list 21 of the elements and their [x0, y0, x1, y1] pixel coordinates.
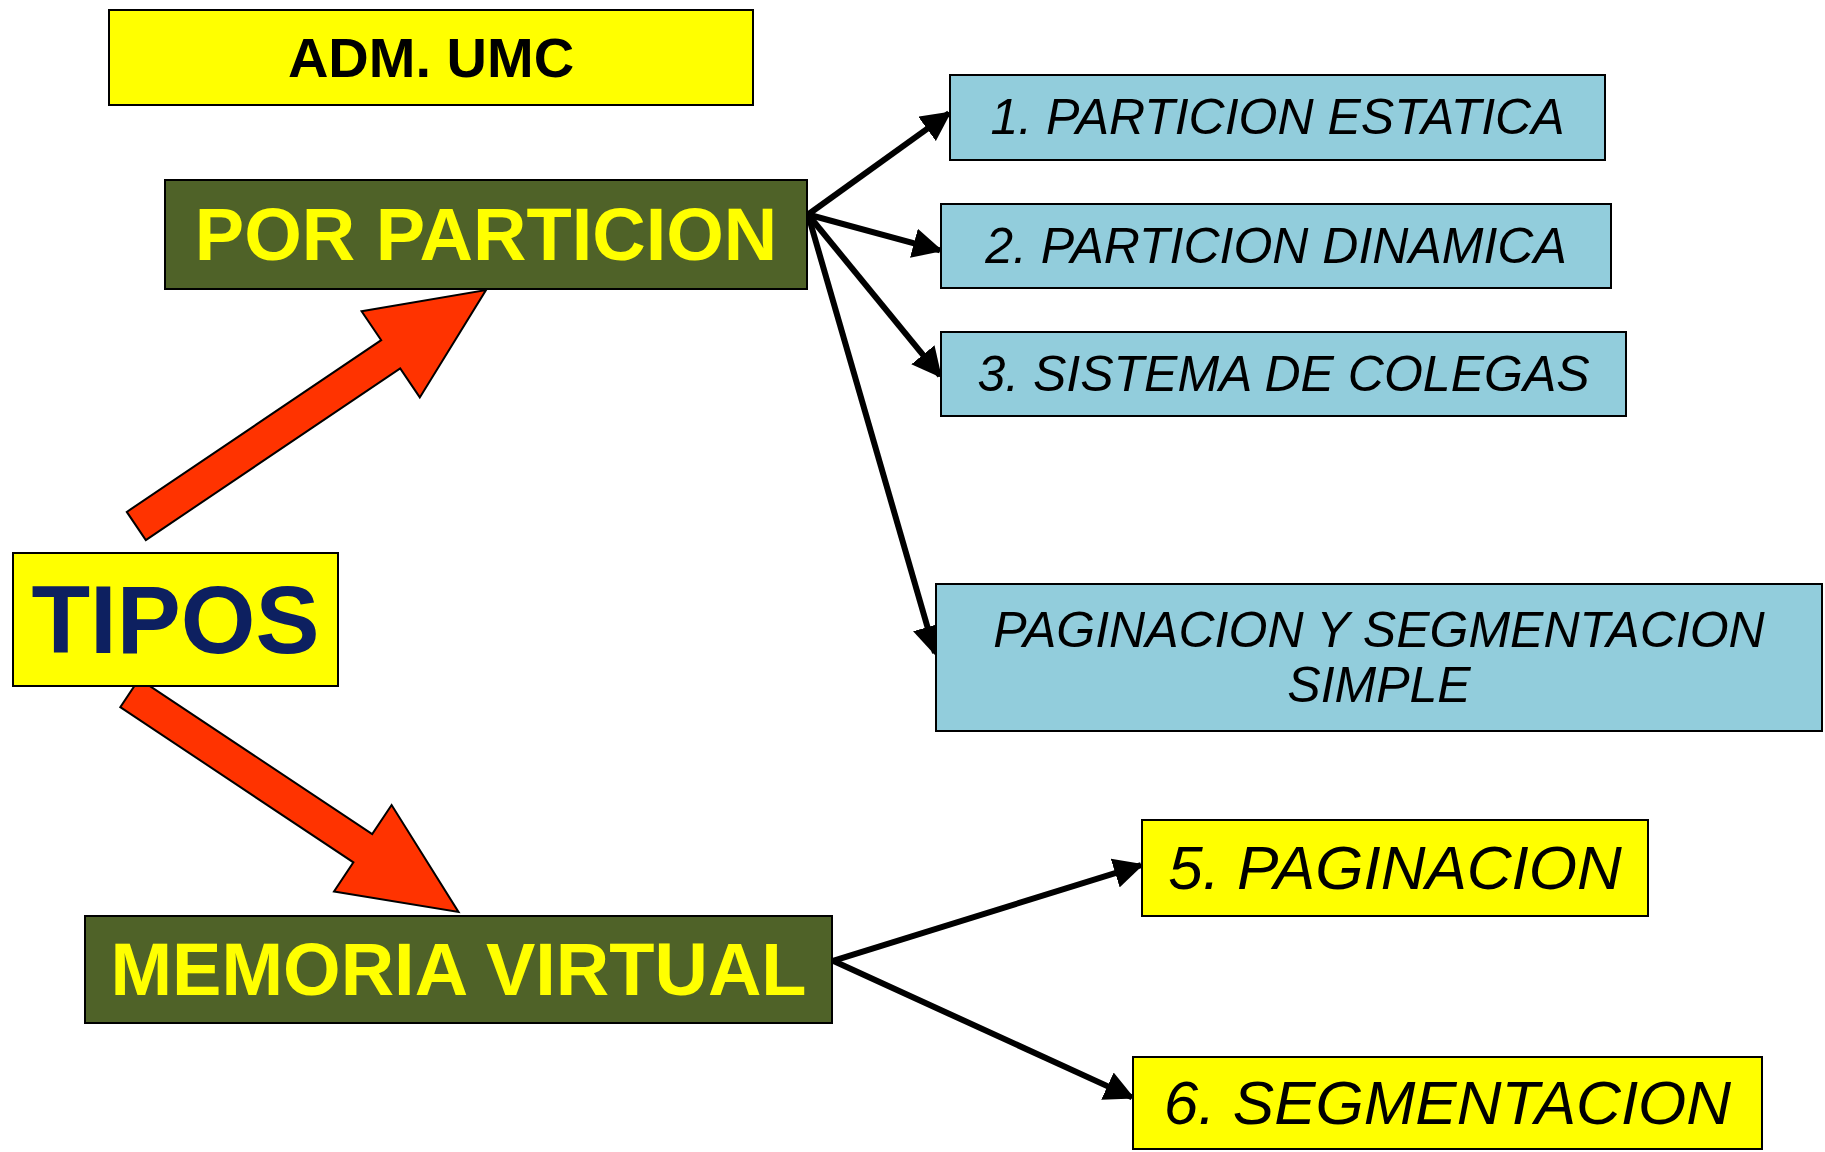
item-box	[949, 74, 1606, 161]
box-label: PAGINACION Y SEGMENTACION SIMPLE	[992, 602, 1766, 713]
category-box	[164, 179, 808, 290]
box-label: MEMORIA VIRTUAL	[110, 928, 807, 1011]
category-box	[84, 915, 833, 1024]
box-label: TIPOS	[31, 566, 320, 673]
item-box	[1132, 1056, 1763, 1150]
block-arrow	[125, 288, 488, 542]
root-box	[12, 552, 339, 687]
box-label: 3. SISTEMA DE COLEGAS	[977, 346, 1590, 402]
box-label: 6. SEGMENTACION	[1163, 1068, 1732, 1138]
item-box	[940, 203, 1612, 289]
box-label: ADM. UMC	[287, 26, 575, 89]
item-box	[935, 583, 1823, 732]
box-label: 1. PARTICION ESTATICA	[990, 90, 1565, 145]
item-box	[940, 331, 1627, 417]
box-label: 5. PAGINACION	[1168, 833, 1622, 903]
box-label: 2. PARTICION DINAMICA	[985, 218, 1567, 274]
title-box	[108, 9, 754, 106]
item-box	[1141, 819, 1649, 917]
box-label: POR PARTICION	[194, 193, 778, 276]
